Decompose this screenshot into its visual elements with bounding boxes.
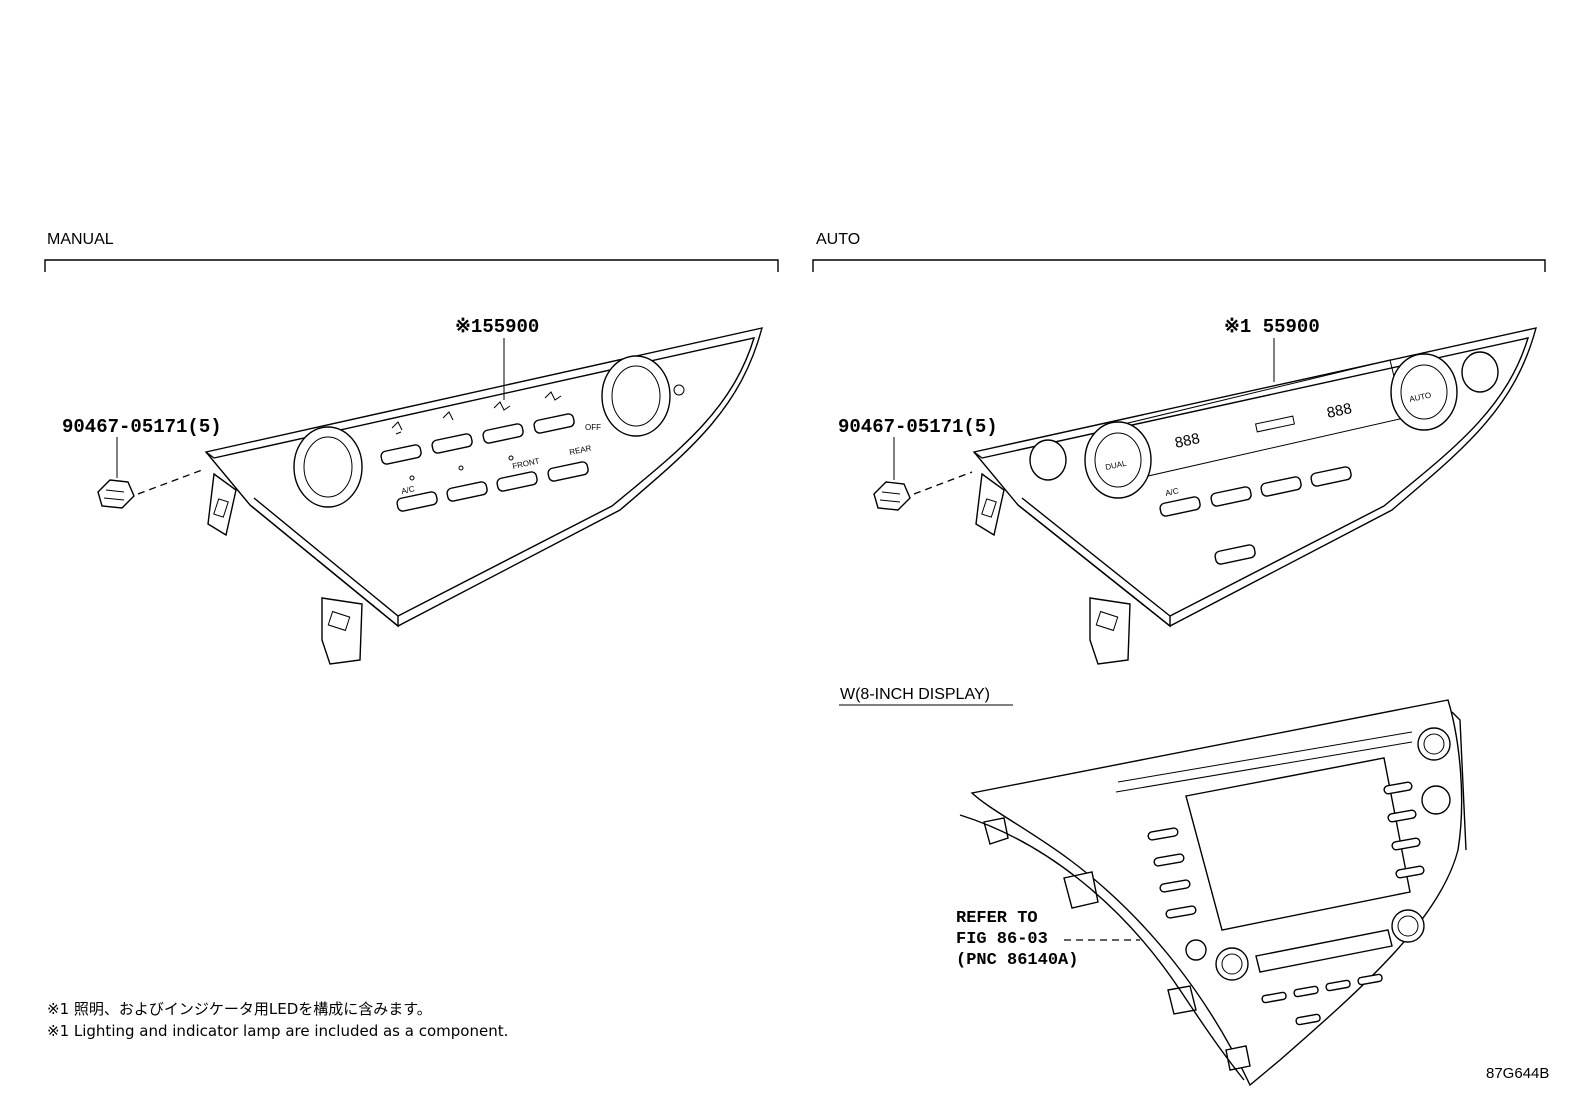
display-screen xyxy=(1185,757,1411,931)
note-japanese: ※1 照明、およびインジケータ用LEDを構成に含みます。 xyxy=(47,1000,432,1018)
auto-clip-part-number: 90467-05171(5) xyxy=(838,416,998,438)
bottom-button[interactable] xyxy=(1295,1013,1321,1026)
auto-ac-label: A/C xyxy=(1165,486,1180,498)
mount-tab xyxy=(321,597,363,665)
recirculation-button[interactable] xyxy=(1260,476,1302,497)
mode-feet-button[interactable] xyxy=(482,423,524,444)
seat-button[interactable] xyxy=(1029,439,1067,481)
mount-tab xyxy=(207,472,237,537)
fan-icon xyxy=(673,384,685,396)
temperature-knob[interactable] xyxy=(293,426,363,508)
bottom-button[interactable] xyxy=(1293,985,1319,998)
rear-defrost-button[interactable] xyxy=(1310,466,1352,487)
side-button[interactable] xyxy=(1387,809,1417,823)
lcd-left-temp: 888 xyxy=(1173,430,1201,452)
top-slot xyxy=(1117,731,1413,783)
section-manual: MANUAL xyxy=(44,231,779,272)
side-button[interactable] xyxy=(1165,905,1197,919)
side-button[interactable] xyxy=(1395,865,1425,879)
section-label-auto: AUTO xyxy=(816,231,860,248)
auto-label: AUTO xyxy=(1409,391,1432,404)
mount-tab xyxy=(1167,985,1197,1015)
mode-icons xyxy=(391,391,562,481)
reference-line-3: (PNC 86140A) xyxy=(956,951,1078,970)
note-english: ※1 Lighting and indicator lamp are inclu… xyxy=(47,1022,508,1040)
ac-button[interactable] xyxy=(396,491,438,512)
install-path xyxy=(913,471,973,495)
mount-tab xyxy=(975,472,1005,537)
power-button[interactable] xyxy=(1185,939,1207,961)
ac-button[interactable] xyxy=(1159,496,1201,517)
section-label-manual: MANUAL xyxy=(47,231,114,248)
cd-slot xyxy=(1255,929,1393,973)
recirculation-button[interactable] xyxy=(446,481,488,502)
side-button[interactable] xyxy=(1153,853,1185,867)
right-knob[interactable] xyxy=(1391,909,1425,943)
clip-fastener-icon xyxy=(97,479,135,509)
bottom-button[interactable] xyxy=(1325,979,1351,992)
display-section-label: W(8-INCH DISPLAY) xyxy=(840,686,990,703)
defrost-round-button[interactable] xyxy=(1461,351,1499,393)
install-path xyxy=(137,469,203,495)
display-unit: W(8-INCH DISPLAY) xyxy=(839,686,1467,1087)
auto-clip-callout: 90467-05171(5) xyxy=(838,416,998,511)
reference-line-2: FIG 86-03 xyxy=(956,930,1048,949)
side-button[interactable] xyxy=(1159,879,1191,893)
manual-clip-callout: 90467-05171(5) xyxy=(62,416,222,509)
manual-part-number: ※155900 xyxy=(455,316,539,338)
tune-knob[interactable] xyxy=(1421,785,1451,815)
bottom-button[interactable] xyxy=(1357,973,1383,986)
off-label: OFF xyxy=(585,423,601,432)
mount-tab xyxy=(983,817,1009,845)
manual-clip-part-number: 90467-05171(5) xyxy=(62,416,222,438)
clip-fastener-icon xyxy=(873,481,911,511)
lcd-right-temp: 888 xyxy=(1325,400,1353,422)
auto-control-panel: 888 888 DUAL AUTO A/C ※1 55900 xyxy=(972,316,1537,665)
fan-level-bar xyxy=(1254,415,1296,433)
reference-line-1: REFER TO xyxy=(956,909,1038,928)
mount-tab xyxy=(1063,871,1099,909)
mount-tab xyxy=(1225,1045,1251,1071)
front-defrost-button[interactable] xyxy=(496,471,538,492)
manual-bezel xyxy=(204,327,763,627)
mode-bilevel-button[interactable] xyxy=(431,433,473,454)
mode-button[interactable] xyxy=(1210,486,1252,507)
volume-knob[interactable] xyxy=(1417,727,1451,761)
section-auto: AUTO xyxy=(812,231,1546,272)
fan-speed-knob[interactable] xyxy=(601,355,671,437)
side-button[interactable] xyxy=(1391,837,1421,851)
manual-control-panel: OFF A/C FRONT REAR ※155900 xyxy=(204,316,763,665)
mount-tab xyxy=(1089,597,1131,665)
auto-part-number: ※1 55900 xyxy=(1224,316,1320,338)
side-button[interactable] xyxy=(1147,827,1179,841)
left-knob[interactable] xyxy=(1215,947,1249,981)
ac-label: A/C xyxy=(401,484,416,496)
section-bracket-auto xyxy=(812,259,1546,272)
mode-feet-defrost-button[interactable] xyxy=(533,413,575,434)
side-button[interactable] xyxy=(1383,781,1413,795)
rear-defrost-button[interactable] xyxy=(547,461,589,482)
mode-face-button[interactable] xyxy=(380,444,422,465)
bottom-button[interactable] xyxy=(1261,991,1287,1004)
figure-code: 87G644B xyxy=(1486,1065,1549,1082)
front-defrost-button[interactable] xyxy=(1214,544,1256,565)
dual-label: DUAL xyxy=(1105,459,1128,472)
section-bracket-manual xyxy=(44,259,779,272)
